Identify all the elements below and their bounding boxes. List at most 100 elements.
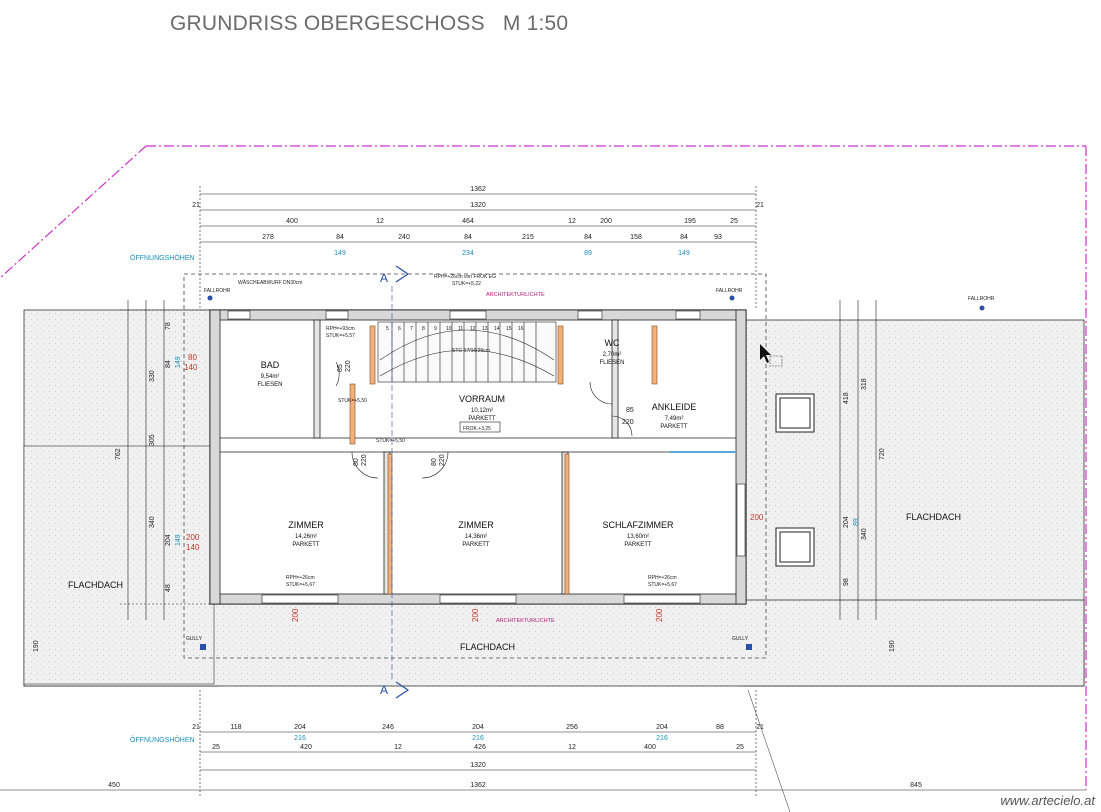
window-label-2: 200	[655, 608, 664, 622]
oeffnungshoehen-top: ÖFFNUNGSHÖHEN	[130, 254, 195, 262]
fallrohr-dot-mid	[729, 295, 735, 301]
room-wc-floor: FLIESEN	[599, 360, 624, 366]
window-label-0: 200	[291, 608, 300, 622]
room-vorraum-name: VORRAUM	[459, 394, 505, 404]
leader-line	[747, 689, 791, 812]
note-stuk-5: STUK=+5,67	[648, 582, 677, 588]
dim-top-r3-6: 25	[730, 218, 738, 225]
dim-top-wall-r: 21	[756, 202, 764, 209]
dim-bot-h-1: 216	[472, 735, 484, 742]
dim-left-a: 330	[149, 370, 156, 382]
dim-bot-r2-2: 12	[394, 744, 402, 751]
bottom-dimension-texts: 118 204 246 204 256 204 88 216 216 216 2…	[108, 724, 922, 789]
fallrohr-dot-right	[979, 305, 985, 311]
right-dimension-lines	[839, 300, 877, 620]
credit-watermark: www.artecielo.at	[1000, 793, 1095, 808]
dim-left-f: 78	[165, 322, 172, 330]
dim-top-r3-2: 464	[462, 218, 474, 225]
dim-bot-r2-5: 400	[644, 744, 656, 751]
svg-text:9: 9	[434, 326, 437, 332]
dim-bot-r1-4: 256	[566, 724, 578, 731]
svg-text:12: 12	[470, 326, 476, 332]
dim-bot-wall-l: 21	[192, 724, 200, 731]
dim-bot-r1-5: 204	[656, 724, 668, 731]
fallrohr-right: FALLROHR	[968, 296, 995, 302]
dim-left-total: 762	[115, 448, 122, 460]
gully-box-left	[200, 644, 206, 650]
note-stuk-1: STUK=+5,57	[326, 333, 355, 339]
oeffnungshoehen-bottom: ÖFFNUNGSHÖHEN	[130, 736, 195, 744]
door-label-6: 85	[626, 407, 634, 414]
dim-bot-r1-6: 88	[716, 724, 724, 731]
architekturlichte-bottom: ARCHITEKTURLICHTE	[496, 618, 555, 624]
door-label-4: 80	[431, 458, 438, 466]
dim-right-f: 190	[889, 640, 896, 652]
dim-bot-h-2: 216	[656, 735, 668, 742]
stair-label: STG 17/16/29cm	[452, 348, 490, 354]
dim-top-r4-4: 215	[522, 234, 534, 241]
note-stuk-2: STUK=+5,50	[338, 398, 367, 404]
room-ankleide-area: 7,49m²	[665, 416, 684, 422]
attic-line	[183, 273, 767, 659]
room-zimmer1-name: ZIMMER	[288, 520, 324, 530]
dim-left-blue2: 149	[175, 534, 182, 546]
room-ankleide-floor: PARKETT	[660, 424, 688, 430]
dim-top-r3-5: 195	[684, 218, 696, 225]
dim-bot-r2-6: 25	[736, 744, 744, 751]
dim-top-h-2: 89	[584, 250, 592, 257]
left-dimension-lines	[120, 300, 210, 620]
svg-text:16: 16	[518, 326, 524, 332]
right-dimension-texts: 720 418 318 340 204 98 190 89	[843, 378, 896, 652]
dim-top-h-0: 149	[334, 250, 346, 257]
dim-right-total: 720	[879, 448, 886, 460]
dim-right-d: 204	[843, 516, 850, 528]
top-windows	[227, 310, 701, 320]
room-zimmer1-floor: PARKETT	[292, 542, 320, 548]
door-label-2: 80	[353, 458, 360, 466]
dim-left-h: 190	[33, 640, 40, 652]
dim-bot-r2-0: 25	[212, 744, 220, 751]
dim-bot-inner: 1320	[470, 762, 486, 769]
door-swings	[335, 361, 633, 479]
dim-top-h-1: 234	[462, 250, 474, 257]
svg-text:13: 13	[482, 326, 488, 332]
dim-bot-left: 450	[108, 782, 120, 789]
frok-box	[459, 421, 501, 433]
dim-right-e: 98	[843, 578, 850, 586]
dim-top-r4-7: 84	[680, 234, 688, 241]
dim-right-blue: 89	[853, 518, 860, 526]
flachdach-right: FLACHDACH	[906, 512, 961, 522]
room-bad-area: 9,54m²	[261, 374, 280, 380]
svg-text:6: 6	[398, 326, 401, 332]
dim-bot-r2-4: 12	[568, 744, 576, 751]
room-ankleide-name: ANKLEIDE	[652, 402, 697, 412]
section-mark-bottom: A	[380, 683, 388, 697]
fallrohr-dot-left	[207, 295, 213, 301]
window-labels: 200 200 200 200	[291, 513, 764, 622]
note-rph-3: RPH=+26cm	[648, 575, 677, 581]
frok-label: FROK.+3,25	[463, 426, 491, 432]
dim-left-e: 84	[165, 360, 172, 368]
page-title: GRUNDRISS OBERGESCHOSS M 1:50	[170, 12, 569, 35]
door-labels: 85 220 80 220 80 220 85 220	[337, 360, 634, 466]
dim-top-r4-0: 278	[262, 234, 274, 241]
svg-text:5: 5	[386, 326, 389, 332]
bottom-windows	[261, 594, 701, 604]
left-dimension-texts: 762 330 305 340 204 84 78 48 190 80 140 …	[33, 322, 200, 652]
door-label-7: 220	[622, 419, 634, 426]
note-stuk-3: STUK=+5,50	[376, 438, 405, 444]
room-vorraum-floor: PARKETT	[468, 416, 496, 422]
dim-left-blue1: 149	[175, 356, 182, 368]
dim-bot-wall-r: 21	[756, 724, 764, 731]
room-bad-floor: FLIESEN	[257, 382, 282, 388]
svg-text:11: 11	[458, 326, 463, 332]
dim-top-wall-l: 21	[192, 202, 200, 209]
dim-bot-r1-3: 204	[472, 724, 484, 731]
skylights	[775, 393, 815, 567]
dim-bot-r1-2: 246	[382, 724, 394, 731]
dim-top-r3-1: 12	[376, 218, 384, 225]
bottom-dimension-lines	[0, 690, 1086, 798]
note-rph-top: RPH=+26cm von FROK EG	[434, 274, 496, 280]
flachdach-left: FLACHDACH	[68, 580, 123, 590]
